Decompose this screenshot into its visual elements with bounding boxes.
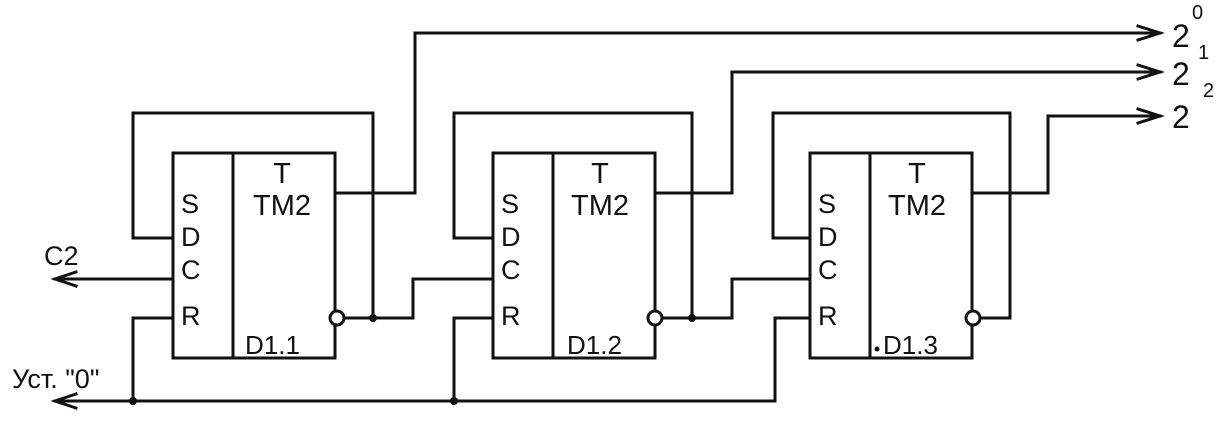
q-bar-wire-d1-2 [661, 277, 812, 320]
feedback-loop-d1-3 [771, 111, 1012, 320]
junction-dot [129, 397, 137, 405]
flipflop-d1-2: S D C R T TM2 D1.2 [491, 151, 657, 360]
flipflop-body [491, 151, 657, 360]
pin-d-label: D [501, 222, 521, 252]
output-label-2-0: 2 0 [1172, 2, 1203, 54]
output-exponent: 1 [1198, 42, 1209, 64]
pin-d-label: D [181, 222, 201, 252]
reset-arrow-icon [50, 392, 97, 410]
flipflop-model-label: TM2 [888, 190, 946, 222]
pin-s-label: S [818, 189, 836, 219]
pin-r-label: R [181, 301, 201, 331]
output-arrow-icon [1126, 63, 1165, 81]
inverted-output-bubble [646, 309, 664, 327]
stray-dot [874, 346, 880, 352]
junction-dot [688, 314, 696, 322]
output-base: 2 [1172, 99, 1190, 135]
flipflop-model-label: TM2 [253, 190, 311, 222]
reset-tap-d1-1 [131, 316, 175, 403]
output-label-2-2: 2 2 [1172, 80, 1214, 135]
flipflop-type-label: T [908, 158, 926, 190]
output-label-2-1: 2 1 [1172, 42, 1209, 92]
pin-s-label: S [181, 189, 199, 219]
junction-dot [450, 397, 458, 405]
inverted-output-bubble [964, 309, 982, 327]
flipflop-ref-label: D1.3 [883, 330, 938, 360]
output-exponent: 2 [1203, 80, 1214, 102]
q-wire-d1-3 [970, 114, 1160, 195]
output-base: 2 [1172, 18, 1190, 54]
output-arrow-icon [1126, 24, 1165, 42]
q-wire-d1-2 [653, 70, 1160, 195]
output-base: 2 [1172, 56, 1190, 92]
junction-dot [369, 314, 377, 322]
clock-arrow-icon [50, 270, 97, 288]
reset-input-label: Уст. "0" [12, 364, 99, 394]
pin-c-label: C [818, 255, 838, 285]
pin-c-label: C [181, 255, 201, 285]
flipflop-type-label: T [591, 158, 609, 190]
flipflop-body [808, 151, 974, 360]
reset-tap-d1-3 [773, 316, 812, 403]
pin-d-label: D [818, 222, 838, 252]
flipflop-d1-1: S D C R T TM2 D1.1 [171, 151, 337, 360]
flipflop-model-label: TM2 [571, 190, 629, 222]
q-wire-d1-1 [333, 31, 1160, 195]
q-bar-wire-d1-1 [341, 277, 495, 320]
flipflop-ref-label: D1.2 [567, 330, 622, 360]
pin-c-label: C [501, 255, 521, 285]
pin-r-label: R [501, 301, 521, 331]
output-exponent: 0 [1192, 2, 1203, 24]
flipflop-ref-label: D1.1 [245, 330, 300, 360]
output-arrow-icon [1126, 107, 1165, 125]
flipflop-body [171, 151, 337, 360]
flipflop-d1-3: S D C R T TM2 D1.3 [808, 151, 974, 360]
inverted-output-bubble [328, 309, 346, 327]
pin-r-label: R [818, 301, 838, 331]
feedback-loop-d1-1 [131, 111, 375, 320]
clock-input-label: C2 [44, 241, 79, 271]
output-arrowheads [1126, 24, 1165, 125]
feedback-loop-d1-2 [452, 111, 694, 320]
flipflop-type-label: T [273, 158, 291, 190]
pin-s-label: S [501, 189, 519, 219]
reset-tap-d1-2 [452, 316, 495, 403]
